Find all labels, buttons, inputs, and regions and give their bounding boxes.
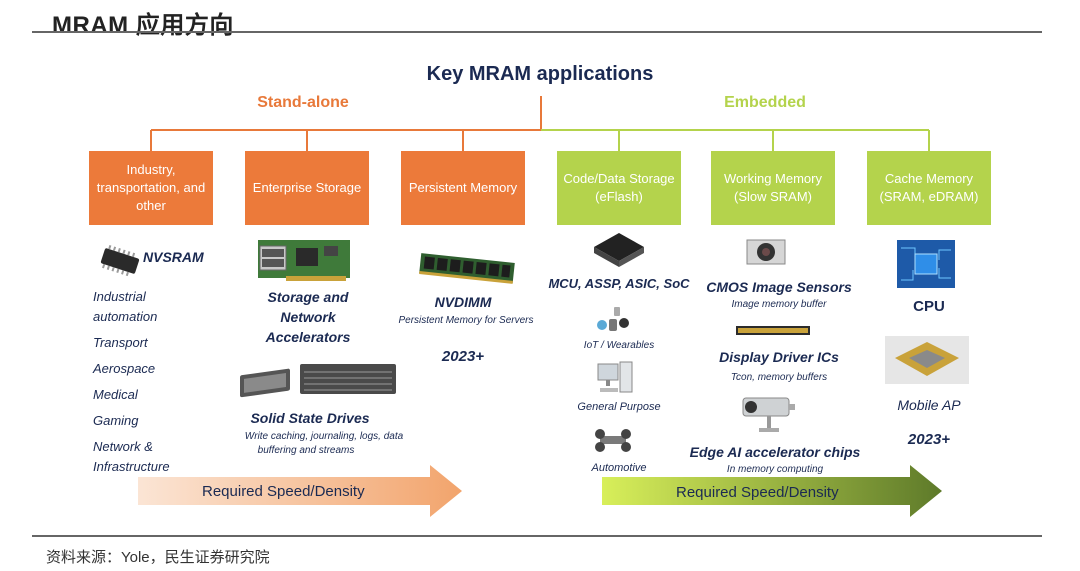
arrow-left-label: Required Speed/Density [202,483,365,500]
list-item: Infrastructure [93,459,170,474]
cmos-desc: Image memory buffer [731,299,827,310]
nvdimm-desc: Persistent Memory for Servers [398,315,534,326]
storage-accelerators-line3: Accelerators [265,329,351,345]
general-purpose-label: General Purpose [577,401,661,413]
storage-accelerators-line2: Network [280,309,336,325]
category-persistent-memory: Persistent Memory [401,151,525,225]
pc-icon [597,361,633,393]
arrow-right-label: Required Speed/Density [676,484,839,501]
mcu-label: MCU, ASSP, ASIC, SoC [548,276,690,291]
cmos-label: CMOS Image Sensors [706,279,852,295]
nvdimm-year: 2023+ [441,348,485,365]
category-cache-memory: Cache Memory (SRAM, eDRAM) [867,151,991,225]
iot-wearables-label: IoT / Wearables [583,340,655,351]
list-item: automation [93,309,158,324]
arrow-left [138,465,462,517]
list-item: Transport [93,335,148,350]
cpu-icon [897,240,955,288]
hierarchy-connectors [150,96,930,151]
source-note: 资料来源：Yole，民生证券研究院 [46,549,270,566]
mobile-soc-icon [885,336,969,384]
network-card-icon [258,240,350,281]
cpu-year: 2023+ [907,431,951,448]
diagram-title: Key MRAM applications [426,63,654,85]
ssd-desc-line2: buffering and streams [257,445,355,456]
wearables-icon [597,307,629,331]
group-label-standalone: Stand-alone [257,94,349,111]
display-driver-desc: Tcon, memory buffers [730,372,828,383]
nvsram-label: NVSRAM [143,249,204,265]
list-item: Gaming [93,413,139,428]
display-driver-label: Display Driver ICs [719,349,839,365]
mobile-ap-label: Mobile AP [897,397,961,413]
ssd-label: Solid State Drives [250,410,370,426]
memory-module-icon [419,253,515,284]
page-title: MRAM 应用方向 [52,12,234,39]
category-working-memory: Working Memory (Slow SRAM) [711,151,835,225]
list-item: Aerospace [93,361,156,376]
list-item: Industrial [93,289,146,304]
processor-icon [594,233,644,267]
edge-ai-desc: In memory computing [726,464,824,475]
security-camera-icon [742,397,795,432]
ssd-icon [240,364,396,398]
automotive-label: Automotive [591,462,647,474]
car-icon [595,429,631,452]
top-rule [32,31,1042,33]
list-item: Medical [93,387,138,402]
cpu-label: CPU [913,298,945,315]
group-label-embedded: Embedded [724,94,806,111]
camera-sensor-icon [746,239,786,265]
list-item: Network & [93,439,153,454]
bottom-rule [32,535,1042,537]
category-enterprise-storage: Enterprise Storage [245,151,369,225]
ssd-desc-line1: Write caching, journaling, logs, data [244,431,404,442]
storage-accelerators-line1: Storage and [267,289,349,305]
category-code-data-storage: Code/Data Storage (eFlash) [557,151,681,225]
nvdimm-label: NVDIMM [434,294,492,310]
chip-icon [100,244,140,277]
arrow-right [602,465,942,517]
edge-ai-label: Edge AI accelerator chips [689,444,861,460]
category-industry: Industry, transportation, and other [89,151,213,225]
display-driver-icon [736,326,810,335]
